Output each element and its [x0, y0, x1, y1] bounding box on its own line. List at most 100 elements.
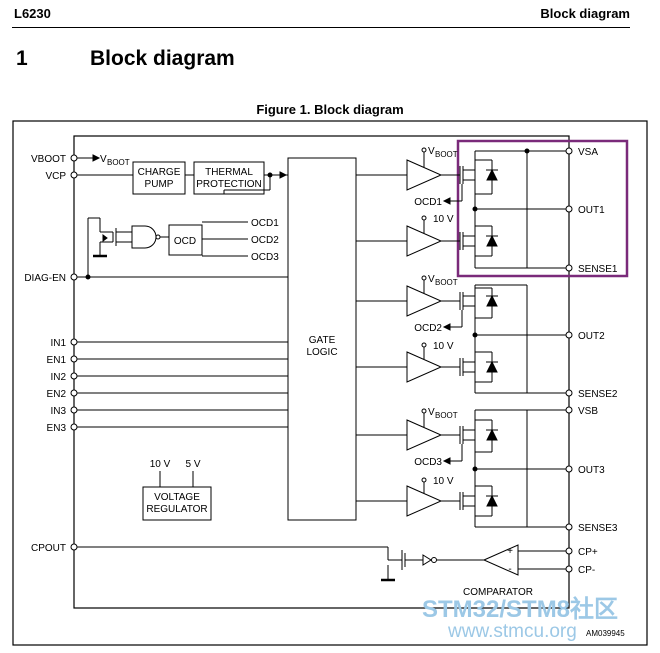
pin-out1[interactable]	[565, 205, 573, 213]
pin-diag-en[interactable]	[70, 273, 78, 281]
gate-logic-label-2: LOGIC	[306, 347, 337, 358]
label-in3: IN3	[50, 406, 66, 417]
driver-1h-supply-v: V	[428, 146, 435, 157]
chip-boundary	[73, 135, 570, 609]
header-doc-id: L6230	[14, 6, 51, 21]
gate-logic-label-1: GATE	[309, 335, 336, 346]
outer-frame	[12, 120, 648, 646]
driver-2h	[406, 285, 443, 317]
thermal-protection-block	[193, 161, 265, 195]
driver-1l-supply: 10 V	[433, 214, 454, 225]
thermal-label-2: PROTECTION	[196, 179, 262, 190]
pin-vboot[interactable]	[70, 154, 78, 162]
regulator-label-1: VOLTAGE	[154, 492, 200, 503]
label-in2: IN2	[50, 372, 66, 383]
left-wiring	[77, 154, 566, 582]
label-vsa: VSA	[578, 147, 598, 158]
label-en2: EN2	[47, 389, 67, 400]
label-cp-plus: CP+	[578, 547, 598, 558]
driver-2l-supply: 10 V	[433, 341, 454, 352]
regulator-5v-label: 5 V	[185, 459, 200, 470]
ocd1-output-label: OCD1	[251, 218, 279, 229]
voltage-regulator-block	[142, 486, 212, 521]
driver-3h	[406, 419, 443, 451]
pin-cp-plus[interactable]	[565, 547, 573, 555]
label-cp-minus: CP-	[578, 565, 595, 576]
pin-en2[interactable]	[70, 389, 78, 397]
drawing-code: AM039945	[586, 629, 625, 638]
pin-out2[interactable]	[565, 331, 573, 339]
label-in1: IN1	[50, 338, 66, 349]
label-vsb: VSB	[578, 406, 598, 417]
pin-cpout[interactable]	[70, 543, 78, 551]
driver-3h-supply-sub: BOOT	[435, 411, 458, 420]
pin-sense1[interactable]	[565, 264, 573, 272]
vboot-arrow-v: V	[100, 154, 107, 165]
label-out1: OUT1	[578, 205, 605, 216]
label-en3: EN3	[47, 423, 67, 434]
label-vcp: VCP	[45, 171, 66, 182]
pin-vsb[interactable]	[565, 406, 573, 414]
right-pins	[565, 147, 573, 573]
header-section-name: Block diagram	[540, 6, 630, 21]
label-cpout: CPOUT	[31, 543, 66, 554]
pin-in2[interactable]	[70, 372, 78, 380]
pin-sense3[interactable]	[565, 523, 573, 531]
label-out3: OUT3	[578, 465, 605, 476]
pin-en1[interactable]	[70, 355, 78, 363]
header-rule	[12, 27, 630, 28]
pin-vcp[interactable]	[70, 171, 78, 179]
ocd2-feedback-label: OCD2	[414, 323, 442, 334]
label-en1: EN1	[47, 355, 67, 366]
section-title: Block diagram	[90, 47, 235, 70]
ocd3-feedback-label: OCD3	[414, 457, 442, 468]
section-number: 1	[16, 47, 28, 70]
pin-in1[interactable]	[70, 338, 78, 346]
label-diag-en: DIAG-EN	[24, 273, 66, 284]
label-sense1: SENSE1	[578, 264, 618, 275]
comparator-plus: +	[507, 546, 513, 557]
pin-in3[interactable]	[70, 406, 78, 414]
driver-3h-supply-v: V	[428, 407, 435, 418]
comparator-symbol	[482, 544, 519, 576]
watermark-line-1: STM32/STM8社区	[422, 595, 618, 623]
regulator-10v-label: 10 V	[150, 459, 171, 470]
driver-1h-supply-sub: BOOT	[435, 150, 458, 159]
pin-en3[interactable]	[70, 423, 78, 431]
label-sense3: SENSE3	[578, 523, 618, 534]
driver-2h-supply-sub: BOOT	[435, 278, 458, 287]
vboot-arrow-sub: BOOT	[107, 158, 130, 167]
driver-2h-supply-v: V	[428, 274, 435, 285]
pin-vsa[interactable]	[565, 147, 573, 155]
driver-2l	[406, 351, 443, 383]
pin-cp-minus[interactable]	[565, 565, 573, 573]
pin-out3[interactable]	[565, 465, 573, 473]
comparator-minus: -	[508, 564, 511, 575]
charge-pump-label-2: PUMP	[145, 179, 174, 190]
label-vboot: VBOOT	[31, 154, 66, 165]
label-out2: OUT2	[578, 331, 605, 342]
comparator-label: COMPARATOR	[463, 587, 533, 598]
watermark-line-2: www.stmcu.org	[447, 621, 577, 642]
label-sense2: SENSE2	[578, 389, 618, 400]
driver-1h	[406, 159, 443, 191]
thermal-label-1: THERMAL	[205, 167, 253, 178]
driver-1l	[406, 225, 443, 257]
charge-pump-label-1: CHARGE	[138, 167, 181, 178]
ocd2-output-label: OCD2	[251, 235, 279, 246]
highlight-box	[456, 139, 629, 278]
left-pins	[70, 154, 78, 551]
regulator-label-2: REGULATOR	[146, 504, 207, 515]
ocd1-feedback-label: OCD1	[414, 197, 442, 208]
ocd-block	[168, 224, 203, 256]
driver-3l	[406, 485, 443, 517]
figure-caption: Figure 1. Block diagram	[256, 102, 404, 117]
driver-3l-supply: 10 V	[433, 476, 454, 487]
power-stage	[356, 147, 566, 528]
ocd-block-label: OCD	[174, 236, 196, 247]
pin-sense2[interactable]	[565, 389, 573, 397]
ocd3-output-label: OCD3	[251, 252, 279, 263]
charge-pump-block	[132, 161, 186, 195]
gate-logic-block	[287, 157, 357, 521]
